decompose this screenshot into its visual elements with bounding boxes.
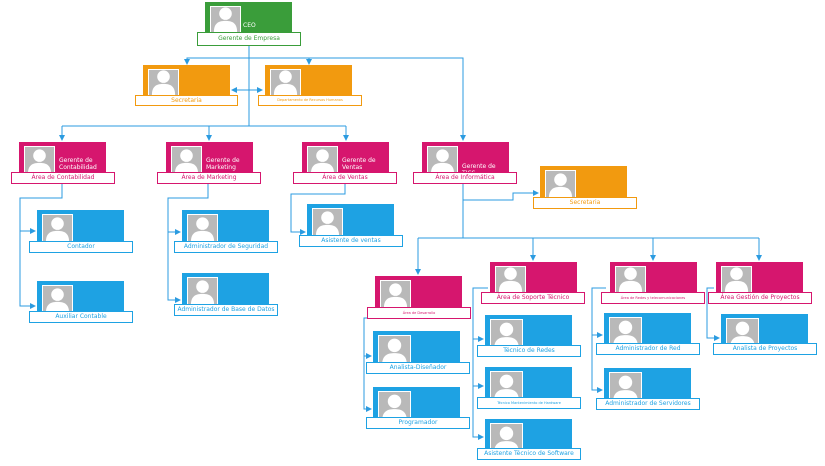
- node-label: Administrador de Base de Datos: [174, 304, 278, 316]
- connector-line: [591, 287, 606, 393]
- avatar: [380, 280, 411, 309]
- node-label: Secretaria: [135, 95, 238, 106]
- node-rrhh[interactable]: Departamento de Recursos Humanos: [258, 65, 362, 106]
- node-admin-servidores[interactable]: Administrador de Servidores: [596, 368, 700, 410]
- node-admin-bd[interactable]: Administrador de Base de Datos: [174, 273, 278, 316]
- node-secretaria-1[interactable]: Secretaria: [135, 65, 238, 106]
- node-label: Área de Ventas: [293, 172, 397, 184]
- connector-line: [472, 287, 488, 440]
- node-label: Gerente de Empresa: [197, 32, 301, 46]
- avatar: [42, 285, 73, 314]
- connector-line: [290, 184, 346, 235]
- node-asistente-software[interactable]: Asistente Técnico de Software: [477, 419, 581, 460]
- node-analista-disenador[interactable]: Analista-Diseñador: [366, 331, 470, 374]
- avatar: [187, 277, 218, 306]
- connector-line: [167, 184, 209, 303]
- node-title: CEO: [243, 22, 256, 29]
- avatar: [545, 170, 576, 199]
- node-label: Auxiliar Contable: [29, 311, 133, 323]
- node-ceo[interactable]: CEO Gerente de Empresa: [197, 2, 301, 46]
- node-title: Gerente de Contabilidad: [59, 157, 97, 171]
- avatar: [42, 214, 73, 243]
- connector-line: [249, 57, 466, 141]
- node-label: Área de Marketing: [157, 172, 261, 184]
- node-analista-proyectos[interactable]: Analista de Proyectos: [713, 314, 817, 355]
- node-title: Gerente de Ventas: [342, 157, 376, 171]
- avatar: [615, 266, 646, 293]
- node-label: Departamento de Recursos Humanos: [258, 95, 362, 106]
- node-label: Asistente Técnico de Software: [477, 448, 581, 460]
- node-label: Área de Desarrollo: [367, 307, 471, 319]
- node-proyectos[interactable]: Área Gestión de Proyectos: [708, 262, 812, 304]
- node-programador[interactable]: Programador: [366, 387, 470, 429]
- connector-line: [249, 57, 312, 65]
- node-secretaria-2[interactable]: Secretaria: [533, 166, 637, 209]
- node-marketing[interactable]: Gerente de Marketing Área de Marketing: [157, 142, 261, 184]
- node-label: Área de Soporte Técnico: [481, 292, 585, 304]
- node-label: Área Gestión de Proyectos: [708, 292, 812, 304]
- avatar: [495, 266, 526, 293]
- avatar: [721, 266, 752, 293]
- connector-line: [463, 190, 539, 201]
- node-redes[interactable]: Área de Redes y telecomunicaciones: [601, 262, 705, 304]
- avatar: [148, 69, 179, 96]
- node-ventas[interactable]: Gerente de Ventas Área de Ventas: [293, 142, 397, 184]
- node-label: Programador: [366, 417, 470, 429]
- connector-line: [19, 184, 63, 309]
- node-label: Técnico Mantenimiento de Hardware: [477, 397, 581, 409]
- avatar: [609, 372, 642, 403]
- avatar: [187, 214, 218, 243]
- avatar: [307, 146, 338, 175]
- node-label: Analista de Proyectos: [713, 343, 817, 355]
- node-contabilidad[interactable]: Gerente de Contabilidad Área de Contabil…: [11, 142, 115, 184]
- avatar: [312, 208, 343, 237]
- node-asistente-ventas[interactable]: Asistente de ventas: [299, 204, 403, 247]
- node-admin-seguridad[interactable]: Administrador de Seguridad: [174, 210, 278, 253]
- node-auxiliar-contable[interactable]: Auxiliar Contable: [29, 281, 133, 323]
- node-tecnico-redes[interactable]: Técnico de Redes: [477, 315, 581, 357]
- avatar: [210, 6, 241, 33]
- node-label: Administrador de Red: [596, 343, 700, 355]
- node-label: Contador: [29, 241, 133, 253]
- avatar: [270, 69, 301, 96]
- node-label: Área de Contabilidad: [11, 172, 115, 184]
- node-admin-red[interactable]: Administrador de Red: [596, 313, 700, 355]
- node-soporte[interactable]: Área de Soporte Técnico: [481, 262, 585, 304]
- node-tecnico-hardware[interactable]: Técnico Mantenimiento de Hardware: [477, 367, 581, 409]
- node-label: Área de Redes y telecomunicaciones: [601, 292, 705, 304]
- node-desarrollo[interactable]: Área de Desarrollo: [367, 276, 471, 319]
- node-informatica[interactable]: Gerente de TICS Área de Informática: [413, 142, 517, 184]
- connector-line: [706, 287, 720, 341]
- avatar: [24, 146, 55, 175]
- node-label: Asistente de ventas: [299, 235, 403, 247]
- node-label: Analista-Diseñador: [366, 362, 470, 374]
- node-label: Área de Informática: [413, 172, 517, 184]
- node-label: Administrador de Seguridad: [174, 241, 278, 253]
- avatar: [427, 146, 458, 175]
- connector-line: [184, 46, 250, 65]
- node-contador[interactable]: Contador: [29, 210, 133, 253]
- node-label: Técnico de Redes: [477, 345, 581, 357]
- avatar: [171, 146, 202, 175]
- node-label: Administrador de Servidores: [596, 398, 700, 410]
- node-label: Secretaria: [533, 197, 637, 209]
- node-title: Gerente de Marketing: [206, 157, 240, 171]
